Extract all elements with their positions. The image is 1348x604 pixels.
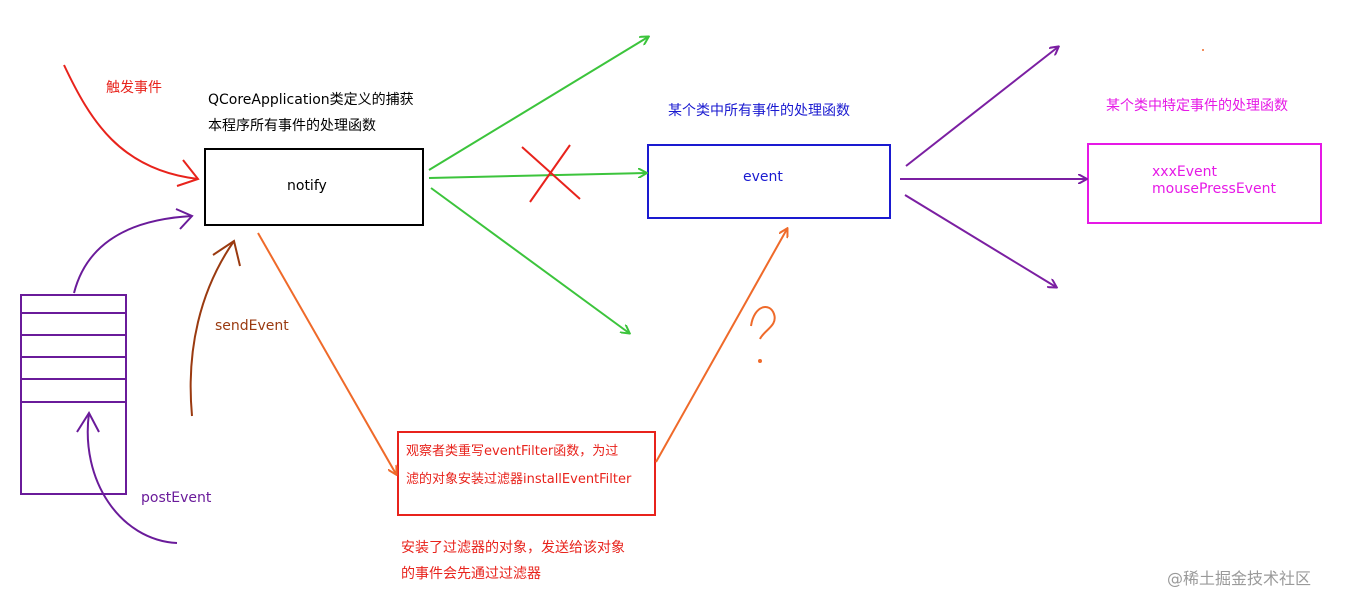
- filter-description-line1: 观察者类重写eventFilter函数，为过: [406, 444, 619, 459]
- event-to-up-arrow: [905, 47, 1058, 167]
- send-event-label: sendEvent: [215, 318, 289, 334]
- event-to-down-arrow: [904, 194, 1056, 287]
- notify-to-event-arrow: [428, 173, 646, 179]
- watermark: @稀土掘金技术社区: [1167, 569, 1312, 588]
- filter-note-line2: 的事件会先通过过滤器: [401, 566, 541, 582]
- send-event-arrow: [189, 239, 241, 417]
- post-event-label: postEvent: [141, 490, 212, 506]
- specific-handler-box: [1087, 143, 1322, 224]
- post-event-into-queue-arrow: [76, 411, 178, 544]
- filter-to-event-arrow: [655, 229, 787, 463]
- blocked-cross-mark: [521, 144, 581, 203]
- post-event-to-notify-arrow: [73, 208, 194, 294]
- class-specific-events-label: 某个类中特定事件的处理函数: [1106, 98, 1288, 114]
- xxx-event-label: xxxEvent: [1152, 164, 1217, 180]
- qcore-description-line2: 本程序所有事件的处理函数: [208, 118, 376, 134]
- event-box: [647, 144, 891, 219]
- trigger-event-arrow: [63, 64, 200, 187]
- notify-to-up-arrow: [428, 37, 648, 171]
- notify-box: [204, 148, 424, 226]
- class-all-events-label: 某个类中所有事件的处理函数: [668, 103, 850, 119]
- notify-to-filter-arrow: [257, 232, 396, 474]
- notify-to-down-arrow: [430, 187, 629, 333]
- qcore-description-line1: QCoreApplication类定义的捕获: [208, 92, 414, 108]
- event-queue-stack: [20, 294, 127, 495]
- event-filter-box: [397, 431, 656, 516]
- trigger-event-label: 触发事件: [106, 80, 162, 96]
- event-label: event: [743, 169, 783, 185]
- question-mark-icon: [750, 306, 776, 363]
- stray-dot: [1202, 49, 1204, 51]
- filter-description-line2: 滤的对象安装过滤器installEventFilter: [406, 472, 632, 487]
- notify-label: notify: [287, 178, 327, 194]
- mouse-press-event-label: mousePressEvent: [1152, 181, 1276, 197]
- filter-note-line1: 安装了过滤器的对象，发送给该对象: [401, 540, 625, 556]
